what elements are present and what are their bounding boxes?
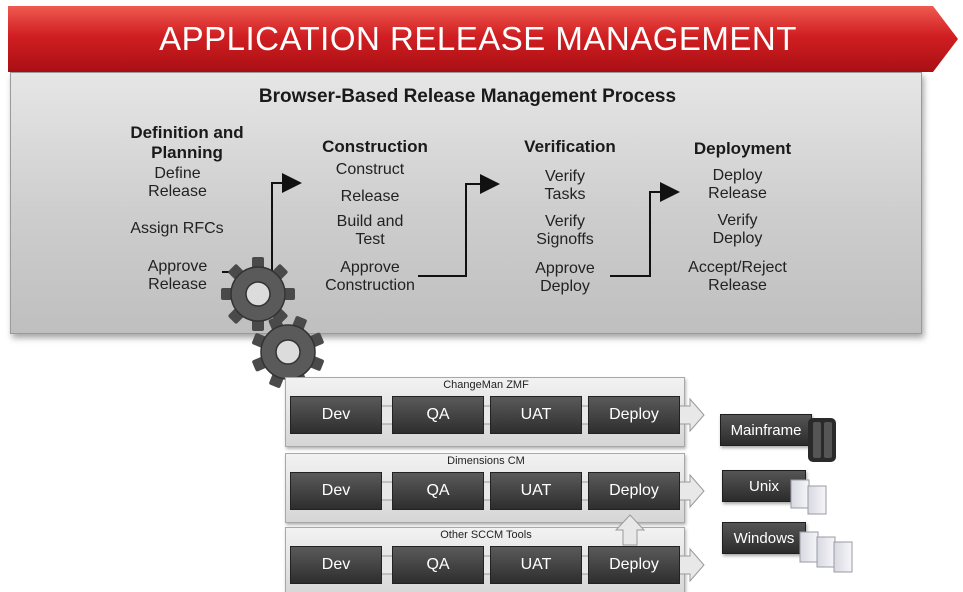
stage-dev: Dev [290,546,382,584]
gear-icon [221,257,295,331]
stage-deploy: Deploy [588,546,680,584]
step-assign-rfcs: Assign RFCs [130,220,224,237]
tool-label: Dimensions CM [447,455,525,467]
arrow-right-icon [418,174,500,277]
step-define-release: Define Release [148,165,207,200]
banner-title: APPLICATION RELEASE MANAGEMENT [159,20,797,57]
phase-heading-verification: Verification [524,137,616,156]
stage-deploy: Deploy [588,472,680,510]
platform-windows: Windows [722,522,806,554]
step-approve-deploy: Approve Deploy [535,260,595,295]
step-accept-reject-release: Accept/Reject Release [688,259,787,294]
banner-arrow-shape [8,6,958,72]
stage-deploy: Deploy [588,396,680,434]
stage-dev: Dev [290,472,382,510]
unix-server-icon [790,479,827,515]
gear-icon [252,316,324,388]
stage-uat: UAT [490,546,582,584]
process-title: Browser-Based Release Management Process [258,86,677,107]
step-approve-release: Approve Release [147,258,208,293]
stage-qa: QA [392,546,484,584]
step-verify-tasks: Verify Tasks [544,168,586,203]
stage-dev: Dev [290,396,382,434]
arrow-up-icon [614,514,646,546]
step-verify-deploy: Verify Deploy [712,212,763,247]
phase-heading-line: Planning [151,143,223,162]
tool-label: ChangeMan ZMF [443,379,529,391]
stage-qa: QA [392,472,484,510]
phase-heading-deployment: Deployment [693,139,792,158]
stage-uat: UAT [490,472,582,510]
step-build-and-test: Build and Test [336,213,404,248]
phase-heading-definition: Definition and Planning [112,123,262,163]
arrow-right-icon [610,182,680,277]
step-deploy-release: Deploy Release [708,167,767,202]
phase-heading-line: Definition and [130,123,244,142]
mainframe-server-icon [808,418,836,462]
phase-heading-construction: Construction [322,137,428,156]
windows-server-icon [799,531,853,573]
step-release: Release [340,188,400,205]
step-verify-signoffs: Verify Signoffs [536,213,594,248]
platform-mainframe: Mainframe [720,414,812,446]
tool-label: Other SCCM Tools [440,529,532,541]
stage-qa: QA [392,396,484,434]
title-banner: APPLICATION RELEASE MANAGEMENT [8,6,958,72]
step-construct: Construct [335,161,405,178]
step-approve-construction: Approve Construction [325,259,415,294]
stage-uat: UAT [490,396,582,434]
